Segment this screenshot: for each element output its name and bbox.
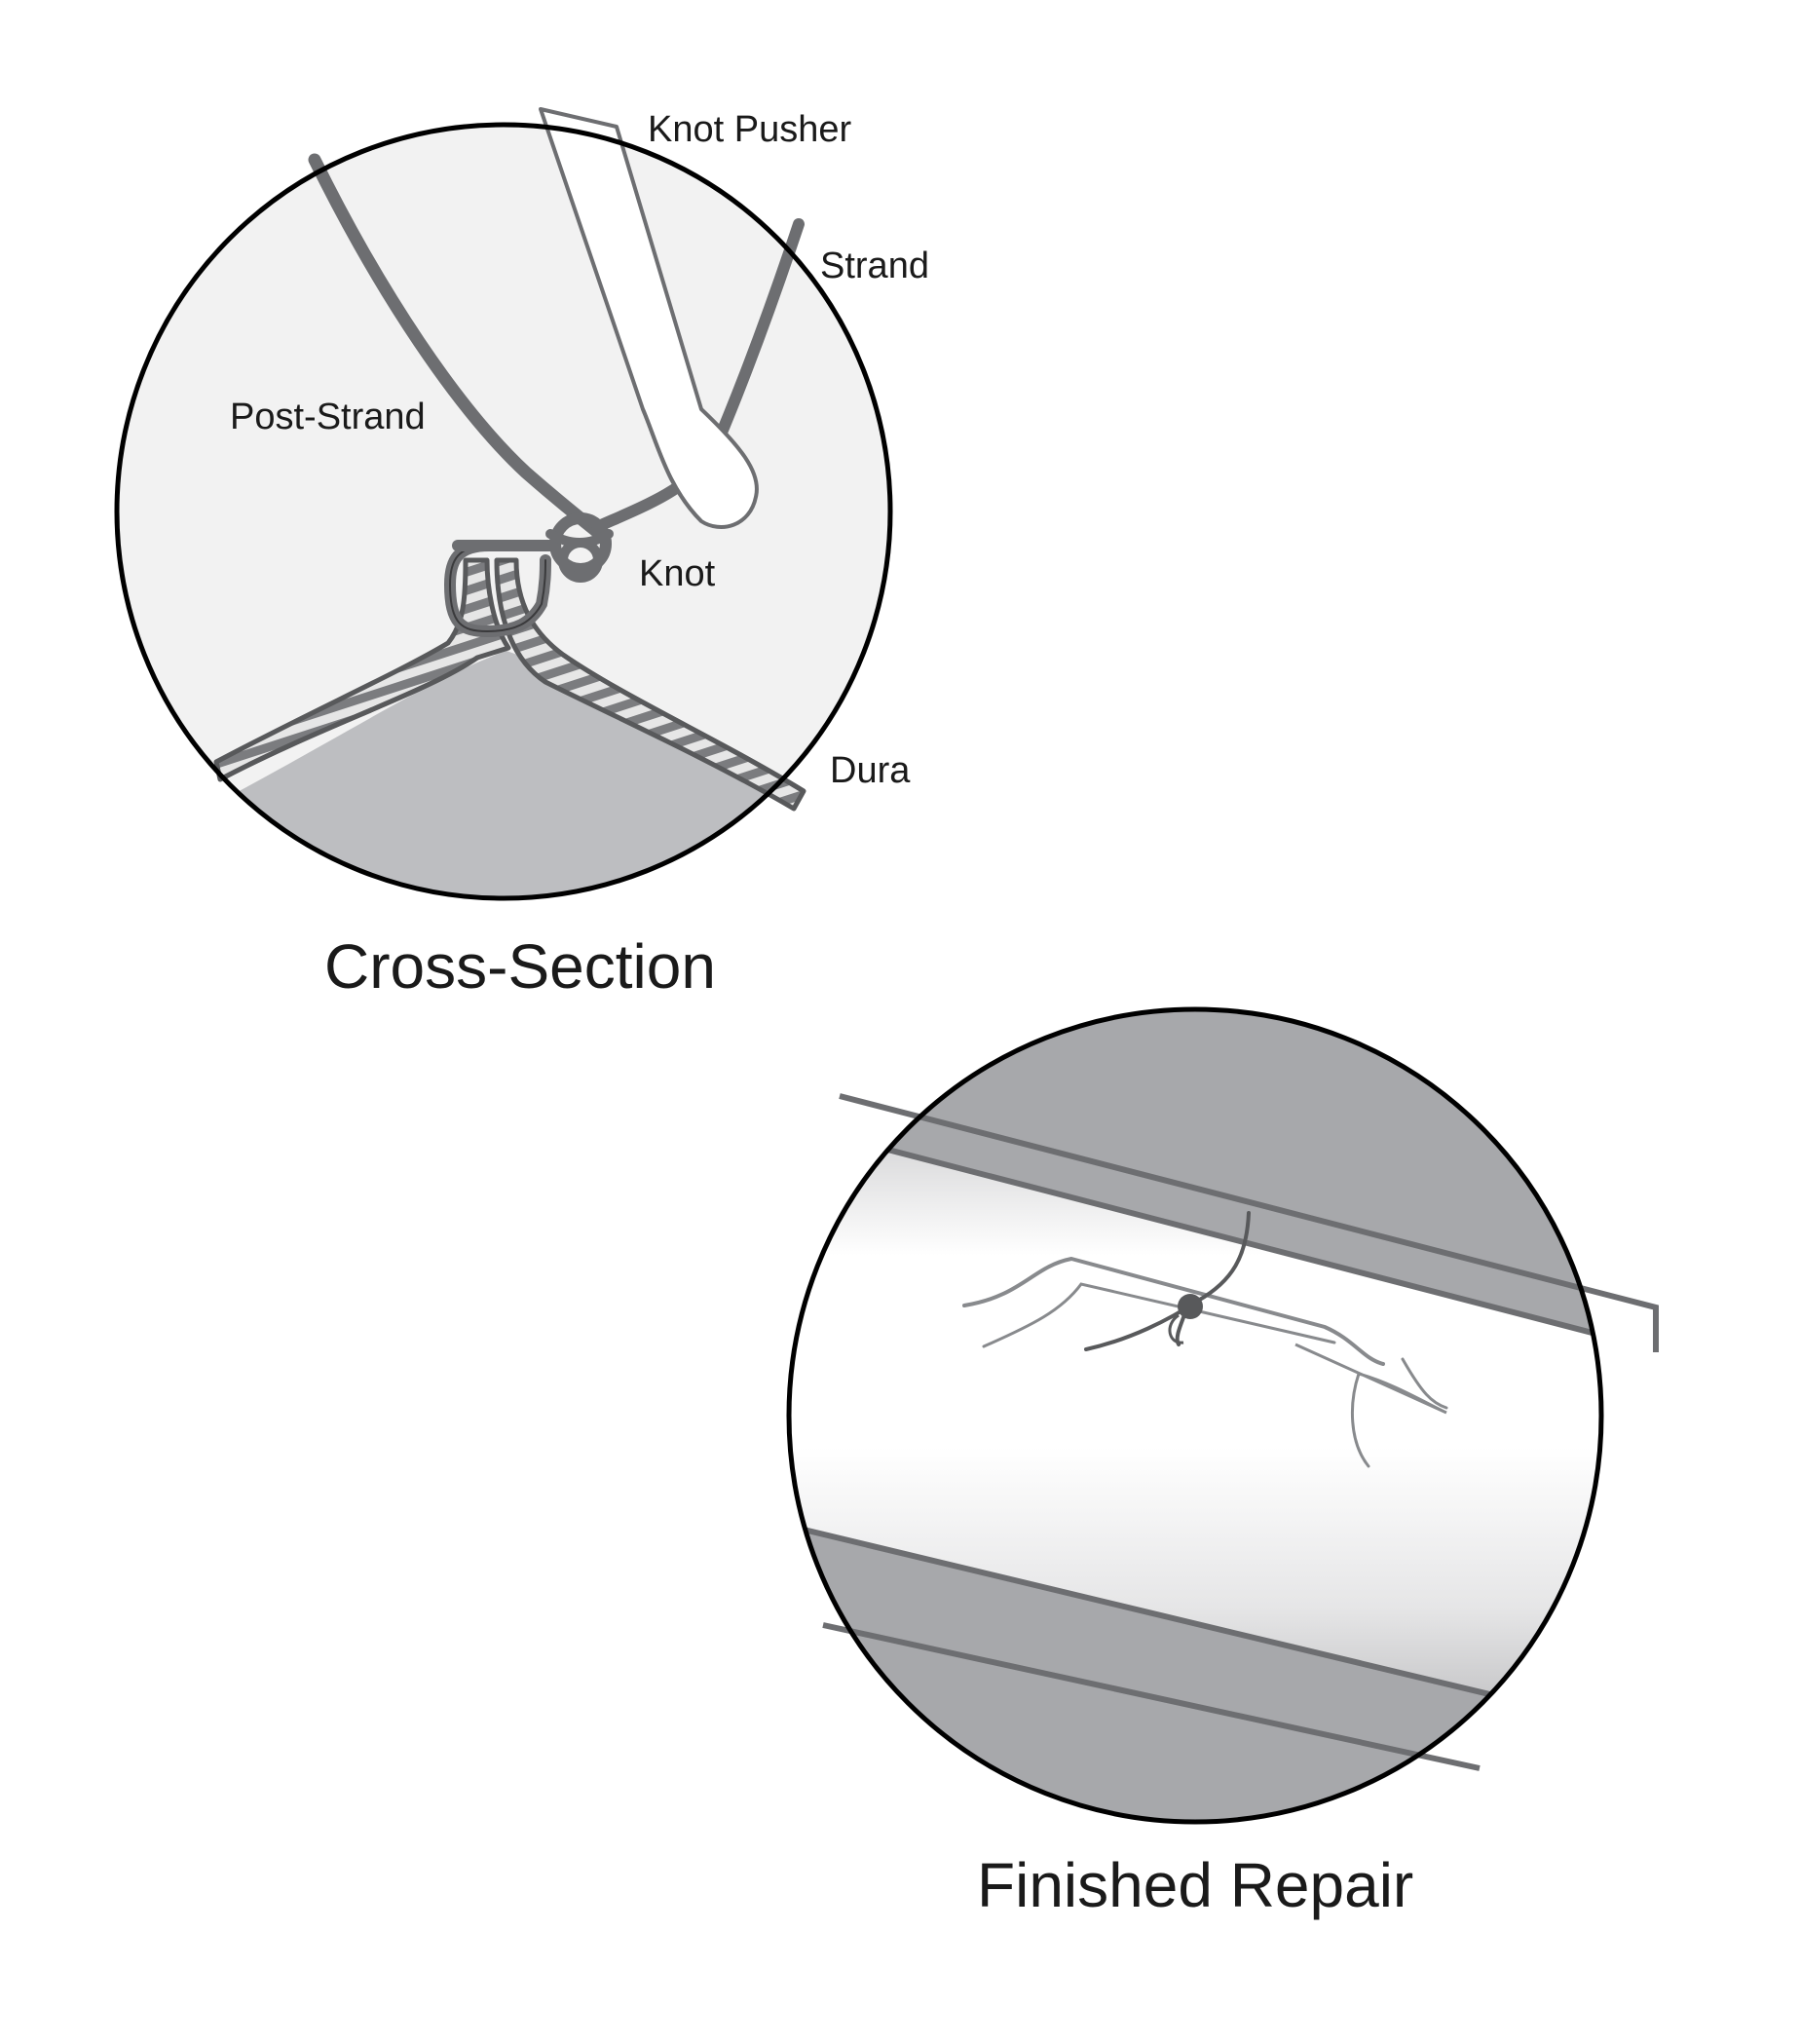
finished-repair-diagram <box>682 1009 1656 1822</box>
title-cross-section: Cross-Section <box>324 930 716 1003</box>
label-post-strand: Post-Strand <box>230 397 426 438</box>
label-knot: Knot <box>639 553 715 595</box>
label-dura: Dura <box>830 750 910 792</box>
label-knot-pusher: Knot Pusher <box>648 109 851 151</box>
label-strand: Strand <box>820 246 929 287</box>
cross-section-diagram <box>97 109 890 974</box>
title-finished-repair: Finished Repair <box>977 1849 1413 1921</box>
